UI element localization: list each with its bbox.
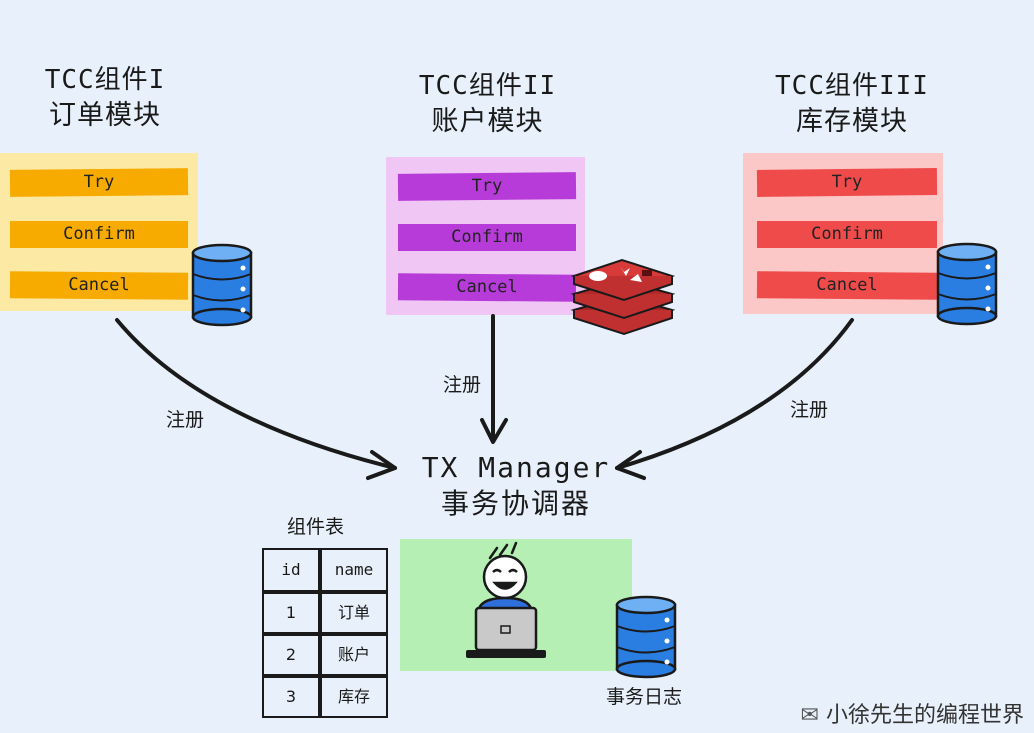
database-icon — [615, 595, 677, 679]
component-1-title: TCC组件I 订单模块 — [44, 65, 166, 131]
component-2-panel: Try Confirm Cancel — [386, 157, 585, 315]
transaction-log-label: 事务日志 — [606, 686, 683, 708]
component-table-title: 组件表 — [287, 516, 345, 538]
database-icon — [936, 242, 998, 326]
table-cell-id: 3 — [262, 676, 320, 718]
edge-label-register-1: 注册 — [166, 409, 205, 431]
table-cell-name: 订单 — [320, 592, 388, 634]
table-cell-name: 库存 — [320, 676, 388, 718]
component-3-panel: Try Confirm Cancel — [743, 153, 943, 314]
register-arrow-3 — [615, 318, 854, 470]
register-arrow-2-head — [480, 418, 508, 444]
register-arrow-3-head — [615, 450, 646, 480]
manager-title: TX Manager 事务协调器 — [421, 451, 611, 520]
edge-label-register-2: 注册 — [443, 374, 482, 396]
table-cell-id: 1 — [262, 592, 320, 634]
register-arrow-1 — [115, 318, 397, 470]
component-table: id name 1 订单 2 账户 3 库存 — [262, 548, 392, 718]
table-header-id: id — [262, 548, 320, 592]
redis-icon — [570, 258, 676, 336]
table-cell-name: 账户 — [320, 634, 388, 676]
confirm-band: Confirm — [10, 221, 188, 248]
register-arrow-1-head — [366, 450, 397, 480]
component-2-title: TCC组件II 账户模块 — [418, 71, 557, 137]
watermark: ✉ 小徐先生的编程世界 — [800, 703, 1024, 728]
confirm-band: Confirm — [398, 224, 576, 251]
table-cell-id: 2 — [262, 634, 320, 676]
confirm-band: Confirm — [757, 221, 937, 248]
laptop-icon — [466, 606, 546, 658]
edge-label-register-3: 注册 — [790, 399, 829, 421]
person-icon — [476, 541, 534, 616]
table-header-name: name — [320, 548, 388, 592]
database-icon — [191, 243, 253, 327]
component-3-title: TCC组件III 库存模块 — [775, 71, 929, 137]
component-1-panel: Try Confirm Cancel — [0, 153, 198, 311]
wechat-icon: ✉ — [800, 703, 819, 728]
